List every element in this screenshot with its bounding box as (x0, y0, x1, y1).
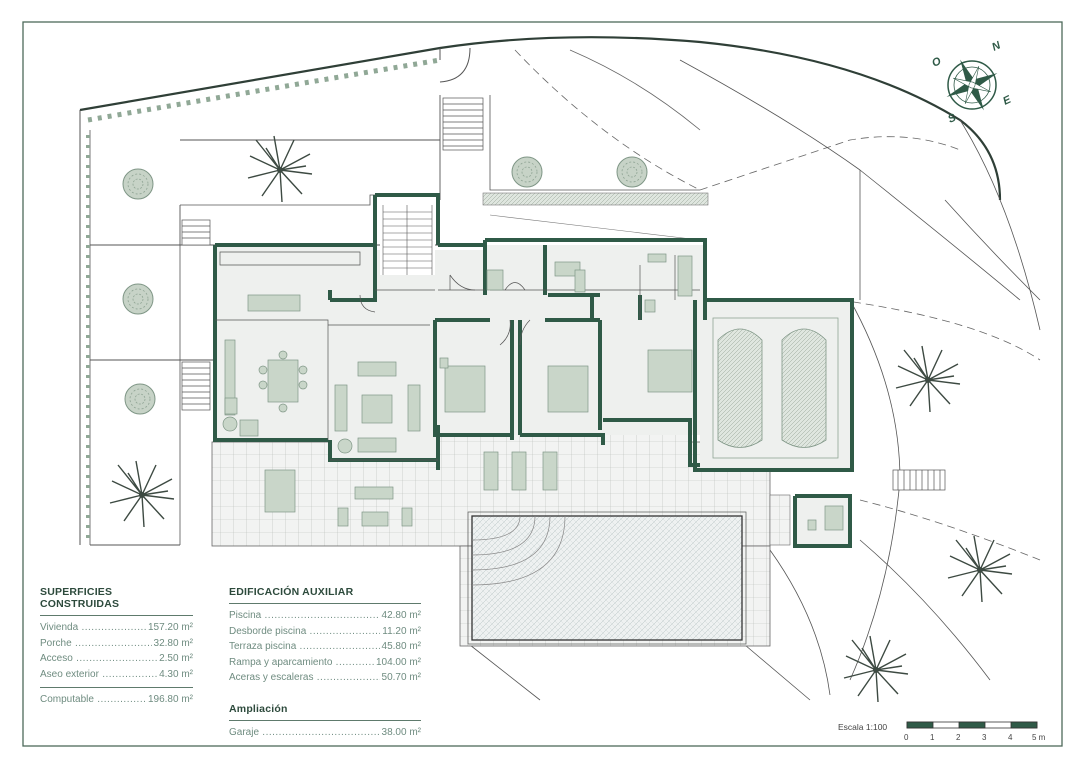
palm (895, 345, 961, 413)
palm (843, 635, 909, 703)
shrub (122, 168, 154, 200)
built-areas-table: SUPERFICIES CONSTRUIDAS Vivienda157.20 m… (40, 586, 193, 708)
interior-lines (215, 251, 700, 461)
auxiliary-title: EDIFICACIÓN AUXILIAR (229, 586, 354, 598)
table-row: Piscina42.80 m² (229, 608, 421, 624)
table-row: Terraza piscina45.80 m² (229, 639, 421, 655)
interior-stairs (382, 205, 433, 275)
table-row: Rampa y aparcamiento104.00 m² (229, 654, 421, 671)
extension-title: Ampliación (229, 703, 288, 715)
total-row: Computable196.80 m² (40, 692, 193, 708)
drawing-frame (22, 21, 1063, 747)
scale-tick: 5 m (1032, 733, 1046, 742)
table-row: Vivienda157.20 m² (40, 620, 193, 636)
west-stairs (181, 219, 211, 411)
table-row: Porche32.80 m² (40, 635, 193, 652)
built-areas-title: SUPERFICIES CONSTRUIDAS (40, 586, 120, 610)
access-stairs (442, 97, 484, 151)
table-row: Aceras y escaleras50.70 m² (229, 670, 421, 686)
scale-tick: 3 (982, 733, 987, 742)
scale-bar (906, 721, 1038, 729)
palm (109, 460, 175, 528)
north-compass: N E S O (930, 39, 1013, 126)
compass-east: E (1001, 93, 1013, 107)
shrub (616, 156, 648, 188)
swimming-pool (471, 515, 743, 641)
compass-west: O (930, 55, 943, 70)
scale-label: Escala 1:100 (838, 722, 888, 732)
east-stairs (892, 469, 946, 491)
scale-tick: 2 (956, 733, 961, 742)
compass-north: N (990, 39, 1003, 54)
shrub (124, 383, 156, 415)
scale-tick: 4 (1008, 733, 1013, 742)
scale-tick: 0 (904, 733, 909, 742)
scale-tick: 1 (930, 733, 935, 742)
shrub (122, 283, 154, 315)
doors (359, 274, 531, 346)
palm (947, 535, 1013, 603)
garage-cars (717, 328, 827, 448)
table-row: Desborde piscina11.20 m² (229, 623, 421, 640)
extension-table: Ampliación Garaje38.00 m² (229, 703, 421, 741)
table-row: Aseo exterior4.30 m² (40, 666, 193, 683)
furniture (222, 253, 844, 531)
palm (247, 135, 313, 203)
table-row: Acceso2.50 m² (40, 651, 193, 667)
auxiliary-table: EDIFICACIÓN AUXILIAR Piscina42.80 m² Des… (229, 586, 421, 686)
shrub (511, 156, 543, 188)
table-row: Garaje38.00 m² (229, 725, 421, 741)
